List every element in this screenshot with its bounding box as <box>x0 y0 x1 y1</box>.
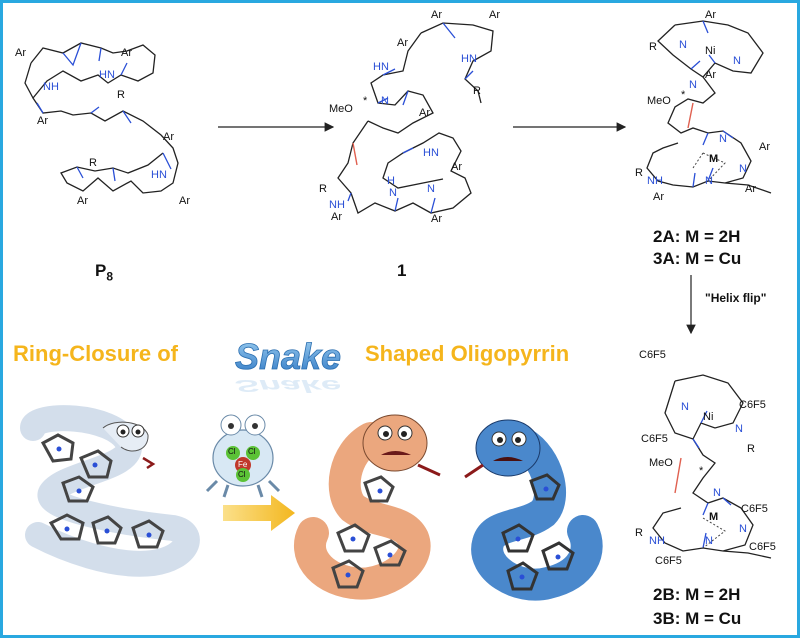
atom-label-n: N <box>713 487 721 499</box>
gray-snake-cartoon <box>20 405 200 577</box>
frog-label-cl: Cl <box>248 447 256 456</box>
frog-fecl3-cartoon <box>205 414 281 498</box>
compound-2a-3a-structure <box>646 20 772 194</box>
atom-label-ar: Ar <box>397 37 408 49</box>
reaction-arrow-yellow <box>223 495 295 531</box>
atom-label-ar: Ar <box>163 131 174 143</box>
atom-label-meo: MeO <box>647 95 671 107</box>
svg-text:Snake: Snake <box>235 336 341 377</box>
atom-label-r: R <box>117 89 125 101</box>
snake-logo: Snake Snake <box>235 336 342 396</box>
atom-label-nh: NH <box>647 175 663 187</box>
atom-label-r: R <box>319 183 327 195</box>
atom-label-hn: HN <box>99 69 115 81</box>
atom-label-n: N <box>705 175 713 187</box>
svg-text:Snake: Snake <box>235 376 341 396</box>
atom-label-ar: Ar <box>15 47 26 59</box>
atom-label-ar: Ar <box>705 9 716 21</box>
atom-label-m: M <box>709 153 719 165</box>
compound-label-p8-main: P <box>95 261 107 280</box>
atom-label-n: N <box>739 523 747 535</box>
atom-label-r: R <box>473 85 481 97</box>
atom-label-hn: HN <box>373 61 389 73</box>
compound-label-p8: P8 <box>95 261 113 283</box>
atom-label-h: H <box>387 175 395 187</box>
frog-label-cl: Cl <box>228 447 236 456</box>
atom-label-n: N <box>705 535 713 547</box>
atom-label-n: N <box>381 95 389 107</box>
atom-label-n: N <box>689 79 697 91</box>
compound-label-2a: 2A: M = 2H <box>653 227 741 246</box>
compound-2b-3b-structure <box>652 374 772 559</box>
atom-label-ar: Ar <box>653 191 664 203</box>
atom-label-n: N <box>735 423 743 435</box>
atom-label-c6f5: C6F5 <box>739 399 766 411</box>
frog-label-cl: Cl <box>238 470 246 479</box>
compound-label-p8-sub: 8 <box>106 269 114 284</box>
atom-label-r: R <box>747 443 755 455</box>
frog-label-fe: Fe <box>238 460 248 469</box>
atom-label-nh: NH <box>649 535 665 547</box>
atom-label-n: N <box>719 133 727 145</box>
atom-label-r: R <box>89 157 97 169</box>
atom-label-ni: Ni <box>705 45 716 57</box>
atom-label-n: N <box>679 39 687 51</box>
compound-label-2b: 2B: M = 2H <box>653 585 741 604</box>
compound-1-structure <box>337 22 494 214</box>
atom-label-c6f5: C6F5 <box>641 433 668 445</box>
atom-label-r: R <box>635 167 643 179</box>
atom-label-hn: HN <box>151 169 167 181</box>
banner-text-right: Shaped Oligopyrrin <box>365 341 570 366</box>
atom-label-star: * <box>699 465 704 477</box>
atom-label-ar: Ar <box>179 195 190 207</box>
atom-label-ar: Ar <box>759 141 770 153</box>
atom-label-ar: Ar <box>431 9 442 21</box>
atom-label-nh: NH <box>329 199 345 211</box>
atom-label-c6f5: C6F5 <box>655 555 682 567</box>
atom-label-ar: Ar <box>451 161 462 173</box>
atom-label-meo: MeO <box>329 103 353 115</box>
atom-label-n: N <box>681 401 689 413</box>
compound-label-1: 1 <box>397 261 407 280</box>
atom-label-n: N <box>427 183 435 195</box>
atom-label-n: N <box>733 55 741 67</box>
atom-label-ar: Ar <box>37 115 48 127</box>
atom-label-ar: Ar <box>431 213 442 225</box>
atom-label-star: * <box>681 89 686 101</box>
atom-label-nh: NH <box>43 81 59 93</box>
atom-label-ar: Ar <box>705 69 716 81</box>
orange-snake-cartoon <box>294 414 441 600</box>
compound-label-3a: 3A: M = Cu <box>653 249 742 268</box>
atom-label-m: M <box>709 511 719 523</box>
atom-label-n: N <box>389 187 397 199</box>
atom-label-c6f5: C6F5 <box>749 541 776 553</box>
p8-structure <box>24 42 179 194</box>
atom-label-ar: Ar <box>419 107 430 119</box>
atom-label-r: R <box>649 41 657 53</box>
atom-label-ar: Ar <box>331 211 342 223</box>
helix-flip-label: "Helix flip" <box>705 291 767 305</box>
atom-label-ni: Ni <box>703 411 714 423</box>
atom-label-ar: Ar <box>745 183 756 195</box>
scheme-canvas: Snake Snake <box>20 20 772 601</box>
atom-label-n: N <box>739 163 747 175</box>
atom-label-c6f5: C6F5 <box>639 349 666 361</box>
atom-label-ar: Ar <box>489 9 500 21</box>
atom-label-ar: Ar <box>77 195 88 207</box>
atom-label-hn: HN <box>423 147 439 159</box>
atom-label-hn: HN <box>461 53 477 65</box>
blue-snake-cartoon <box>464 419 603 601</box>
atom-label-meo: MeO <box>649 457 673 469</box>
compound-label-3b: 3B: M = Cu <box>653 609 742 628</box>
atom-label-r: R <box>635 527 643 539</box>
atom-label-c6f5: C6F5 <box>741 503 768 515</box>
atom-label-ar: Ar <box>121 47 132 59</box>
atom-label-star: * <box>363 95 368 107</box>
banner-text-left: Ring-Closure of <box>13 341 178 366</box>
